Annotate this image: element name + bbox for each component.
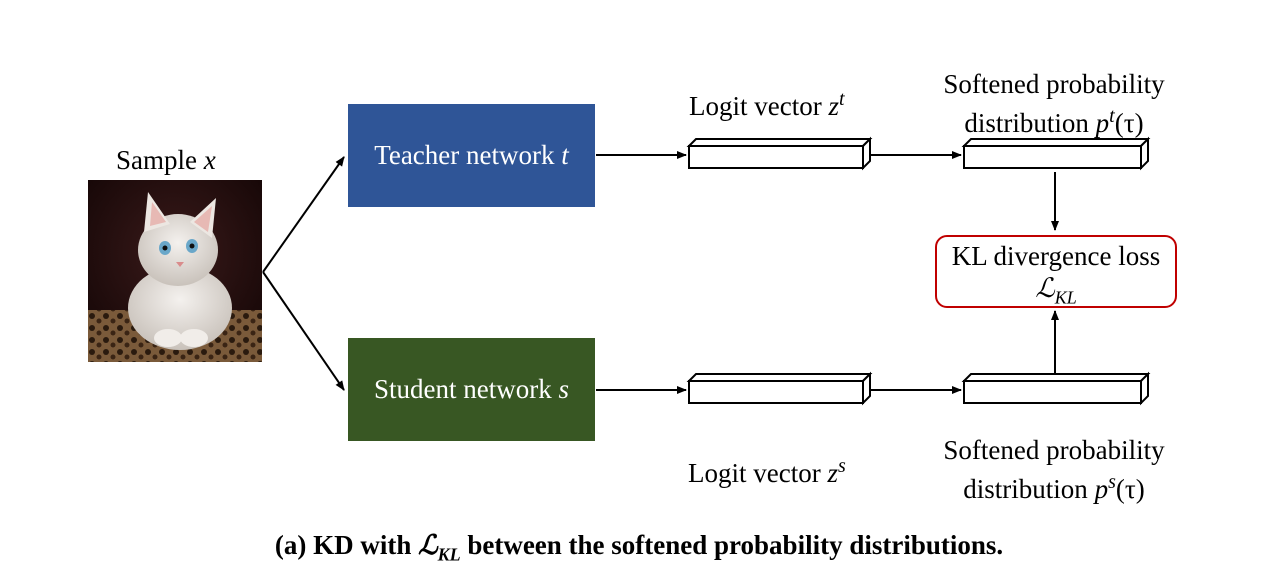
- soft-prob-teacher-label: Softened probability distribution pt(τ): [924, 68, 1184, 139]
- kl-loss-script-l: ℒ: [1035, 273, 1055, 303]
- kl-loss-symbol: ℒKL: [937, 272, 1175, 313]
- soft-prob-teacher-bar: [961, 136, 1151, 171]
- kl-divergence-loss-box: KL divergence loss ℒKL: [935, 235, 1177, 308]
- logit-vector-teacher-bar: [686, 136, 873, 171]
- logit-student-sup: s: [837, 455, 846, 477]
- arrow-sample-to-teacher: [262, 156, 345, 273]
- kl-loss-label: KL divergence loss: [951, 241, 1161, 271]
- soft-student-sup: s: [1108, 471, 1116, 493]
- figure-caption: (a) KD with ℒKL between the softened pro…: [0, 530, 1278, 565]
- logit-vector-student-bar: [686, 371, 873, 406]
- teacher-network-label: Teacher network: [374, 140, 562, 170]
- logit-teacher-sup: t: [838, 88, 845, 110]
- teacher-network-box: Teacher network t: [348, 104, 595, 207]
- logit-teacher-text: Logit vector: [689, 91, 829, 121]
- soft-prob-student-label: Softened probability distribution ps(τ): [924, 434, 1184, 505]
- soft-student-line1: Softened probability: [943, 435, 1165, 465]
- logit-student-var: z: [827, 458, 838, 488]
- logit-student-text: Logit vector: [688, 458, 828, 488]
- caption-prefix: (a) KD with: [274, 530, 419, 560]
- soft-teacher-sup: t: [1109, 105, 1115, 127]
- soft-prob-student-bar: [961, 371, 1151, 406]
- sample-label-text: Sample: [116, 145, 204, 175]
- soft-teacher-line1: Softened probability: [943, 69, 1165, 99]
- teacher-variable: t: [561, 140, 569, 170]
- caption-suffix: between the softened probability distrib…: [460, 530, 1004, 560]
- kitten-photo-icon: [88, 180, 262, 362]
- soft-teacher-arg: (τ): [1114, 108, 1144, 138]
- soft-teacher-line2-text: distribution: [964, 108, 1096, 138]
- soft-student-line2: distribution ps(τ): [924, 466, 1184, 505]
- caption-symbol: ℒ: [418, 530, 438, 560]
- logit-teacher-var: z: [828, 91, 839, 121]
- student-network-label: Student network: [374, 374, 559, 404]
- sample-label: Sample x: [116, 144, 216, 176]
- soft-student-var: p: [1094, 474, 1109, 504]
- sample-variable: x: [203, 145, 216, 175]
- logit-vector-teacher-label: Logit vector zt: [689, 83, 845, 122]
- soft-student-arg: (τ): [1115, 474, 1145, 504]
- arrow-sample-to-student: [262, 271, 345, 391]
- student-network-box: Student network s: [348, 338, 595, 441]
- caption-sub: KL: [437, 544, 461, 565]
- logit-vector-student-label: Logit vector zs: [688, 450, 846, 489]
- kl-loss-sub: KL: [1054, 287, 1077, 308]
- student-variable: s: [558, 374, 569, 404]
- soft-student-line2-text: distribution: [963, 474, 1095, 504]
- soft-teacher-var: p: [1095, 108, 1110, 138]
- soft-teacher-line2: distribution pt(τ): [924, 100, 1184, 139]
